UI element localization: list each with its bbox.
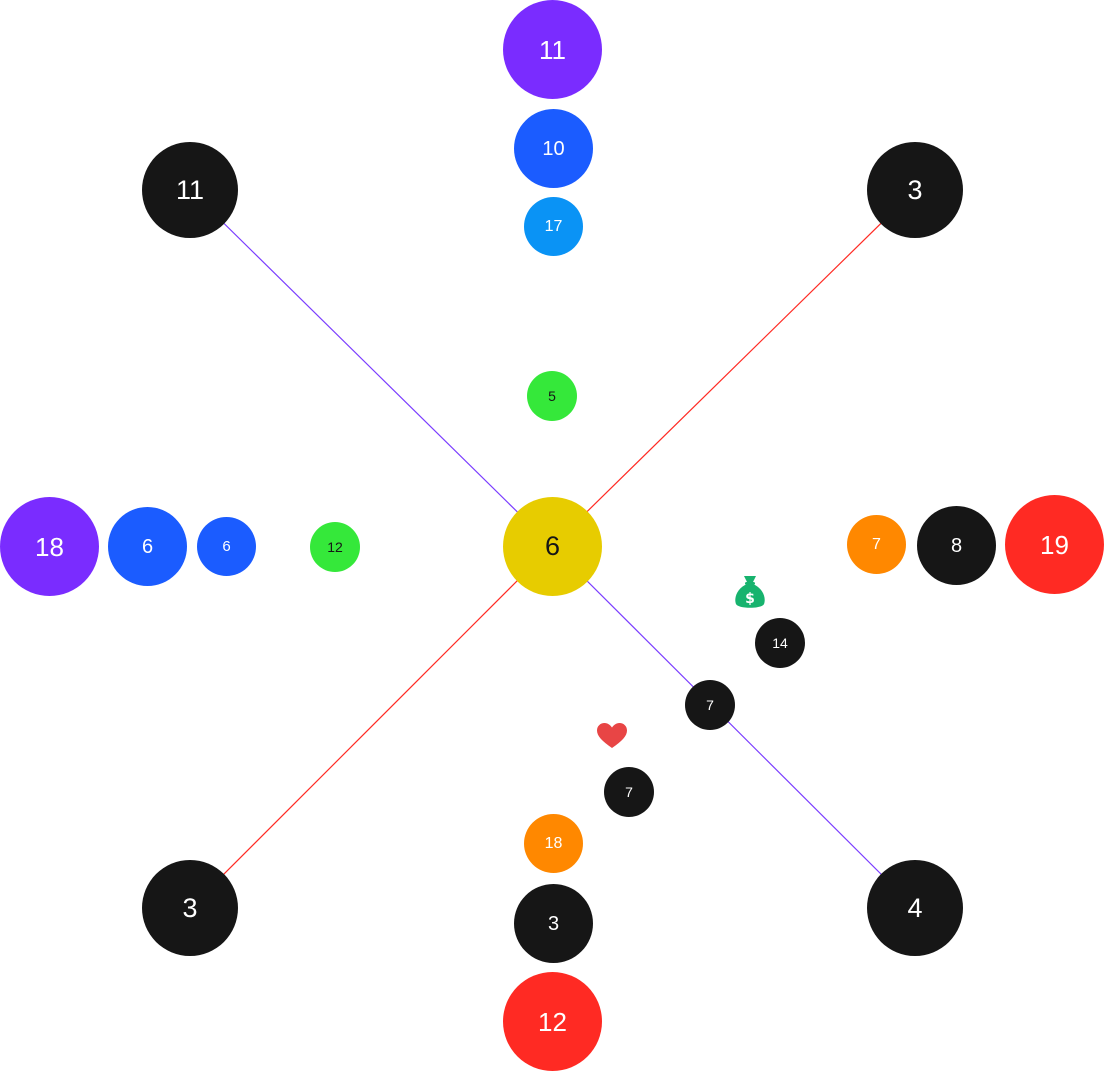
node-value: 7 bbox=[706, 697, 714, 713]
node-value: 11 bbox=[539, 34, 566, 65]
bottom-stack-node-3[interactable]: 12 bbox=[503, 972, 602, 1071]
node-value: 11 bbox=[175, 174, 205, 205]
left-stack-node-3[interactable]: 6 bbox=[197, 517, 256, 576]
center-node[interactable]: 6 bbox=[503, 497, 602, 596]
heart-icon[interactable] bbox=[596, 722, 628, 750]
corner-node-top-left[interactable]: 11 bbox=[142, 142, 238, 238]
corner-node-bottom-right[interactable]: 4 bbox=[867, 860, 963, 956]
dollar-sign: $ bbox=[745, 591, 755, 607]
line-bottom-right bbox=[551, 545, 916, 909]
right-stack-node-1[interactable]: 7 bbox=[847, 515, 906, 574]
node-value: 3 bbox=[547, 912, 560, 935]
top-stack-node-3[interactable]: 17 bbox=[524, 197, 583, 256]
node-value: 10 bbox=[542, 137, 565, 160]
bottom-stack-node-1[interactable]: 18 bbox=[524, 814, 583, 873]
line-top-left bbox=[189, 189, 553, 547]
node-value: 12 bbox=[327, 539, 343, 555]
line-top-right bbox=[551, 189, 916, 547]
left-stack-node-1[interactable]: 18 bbox=[0, 497, 99, 596]
node-value: 19 bbox=[1040, 529, 1069, 560]
node-value: 18 bbox=[35, 531, 64, 562]
left-single-node[interactable]: 12 bbox=[310, 522, 360, 572]
node-value: 7 bbox=[625, 784, 633, 800]
node-value: 7 bbox=[872, 535, 881, 553]
node-value: 6 bbox=[544, 531, 561, 561]
node-value: 5 bbox=[548, 388, 556, 404]
node-value: 18 bbox=[544, 834, 563, 852]
node-value: 3 bbox=[182, 892, 198, 923]
right-stack-node-3[interactable]: 19 bbox=[1005, 495, 1104, 594]
corner-node-bottom-left[interactable]: 3 bbox=[142, 860, 238, 956]
node-value: 14 bbox=[772, 635, 788, 651]
node-value: 12 bbox=[538, 1006, 567, 1037]
path-node-near-heart[interactable]: 7 bbox=[604, 767, 654, 817]
left-stack-node-2[interactable]: 6 bbox=[108, 507, 187, 586]
money-bag-shape: $ bbox=[735, 576, 765, 608]
node-value: 17 bbox=[544, 217, 563, 235]
heart-shape bbox=[597, 723, 627, 748]
path-node-near-bag[interactable]: 14 bbox=[755, 618, 805, 668]
node-value: 6 bbox=[141, 535, 154, 558]
node-value: 6 bbox=[222, 538, 231, 555]
corner-node-top-right[interactable]: 3 bbox=[867, 142, 963, 238]
path-node-on-line[interactable]: 7 bbox=[685, 680, 735, 730]
node-value: 3 bbox=[907, 174, 923, 205]
node-value: 4 bbox=[907, 892, 923, 923]
bottom-stack-node-2[interactable]: 3 bbox=[514, 884, 593, 963]
money-bag-icon[interactable]: $ bbox=[733, 574, 767, 610]
node-value: 8 bbox=[950, 534, 963, 557]
top-stack-node-2[interactable]: 10 bbox=[514, 109, 593, 188]
right-stack-node-2[interactable]: 8 bbox=[917, 506, 996, 585]
top-stack-node-1[interactable]: 11 bbox=[503, 0, 602, 99]
top-single-node[interactable]: 5 bbox=[527, 371, 577, 421]
line-bottom-left bbox=[189, 545, 553, 909]
